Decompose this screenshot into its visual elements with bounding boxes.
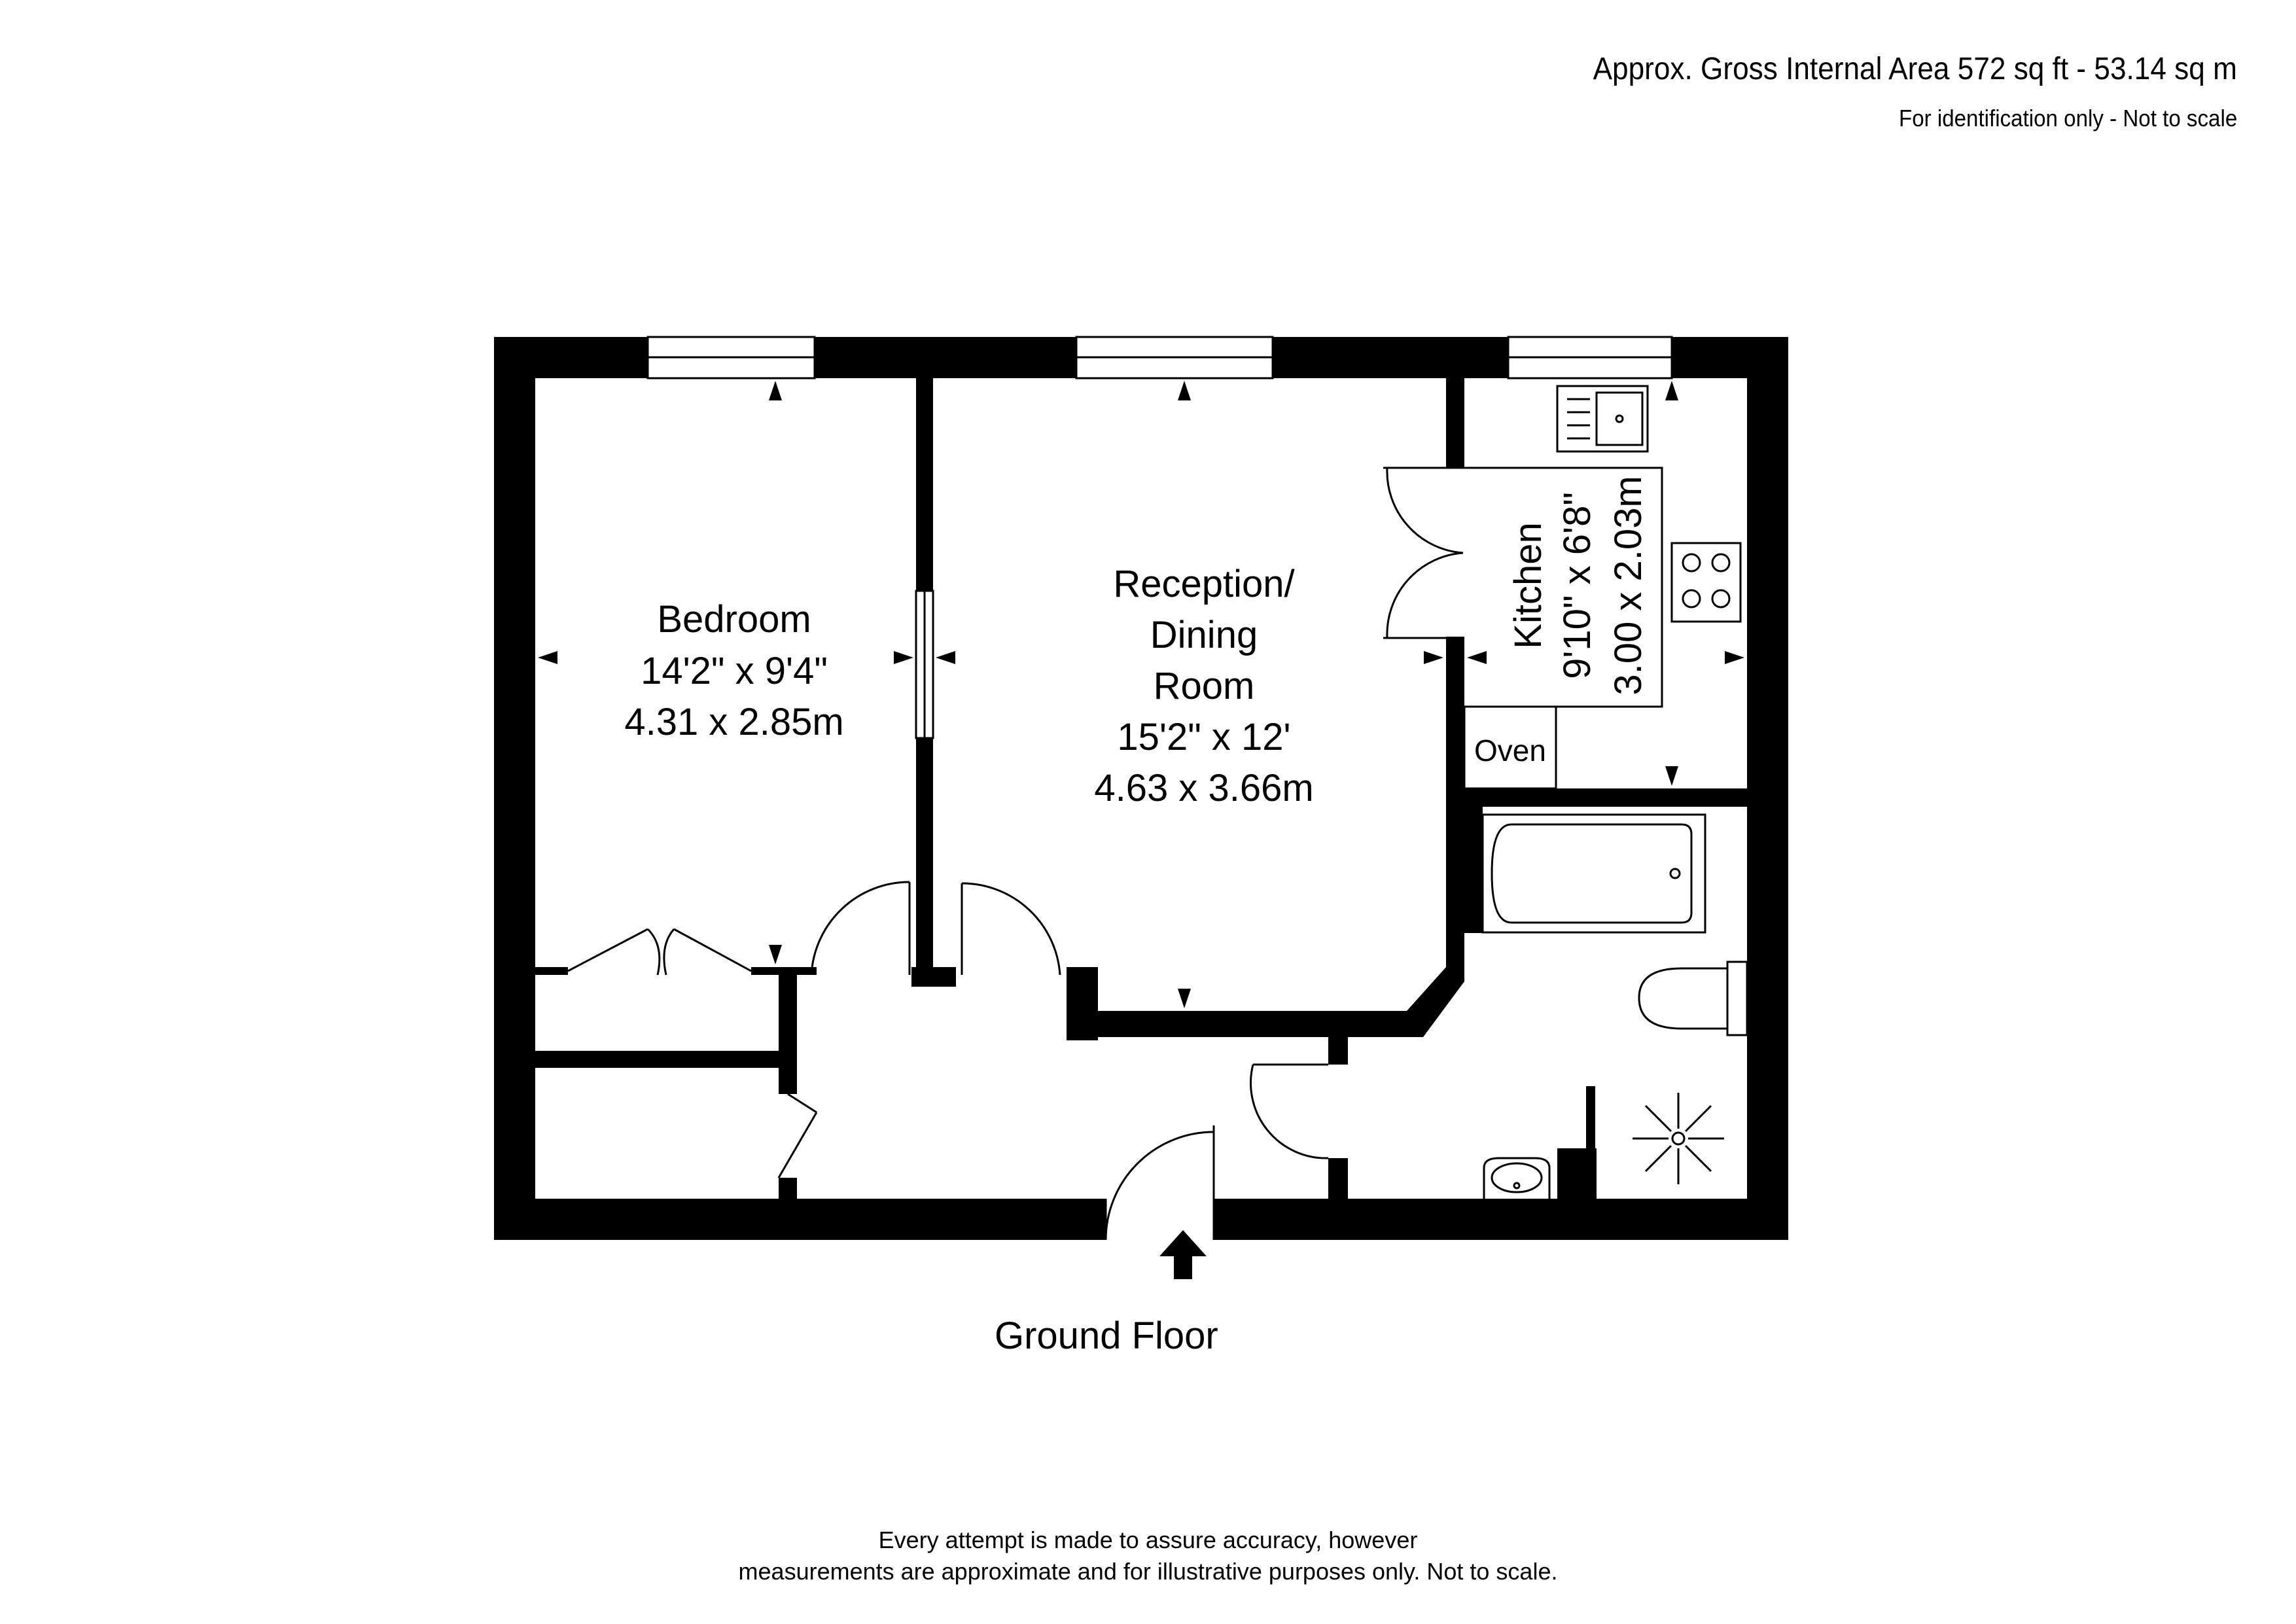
window-kitchen <box>1507 336 1673 380</box>
gross-area-text: Approx. Gross Internal Area 572 sq ft - … <box>1593 52 2237 86</box>
reception-label: Reception/ Dining Room 15'2" x 12' 4.63 … <box>1094 563 1313 809</box>
arrow-reception-right <box>1424 651 1443 664</box>
entrance-door <box>1104 1125 1215 1241</box>
entrance-arrow-icon <box>1159 1230 1207 1279</box>
svg-text:4.63 x 3.66m: 4.63 x 3.66m <box>1094 767 1313 809</box>
identification-note: For identification only - Not to scale <box>1898 105 2237 132</box>
kitchen-label: Kitchen 9'10" x 6'8" 3.00 x 2.03m <box>1507 476 1650 695</box>
svg-text:15'2" x 12': 15'2" x 12' <box>1117 716 1290 758</box>
disclaimer: Every attempt is made to assure accuracy… <box>0 1525 2296 1587</box>
window-reception <box>1075 336 1274 380</box>
shower-drain-icon <box>1633 1093 1724 1184</box>
reception-door <box>961 882 1061 976</box>
arrow-bedroom-left <box>538 651 557 664</box>
sink-icon <box>1556 385 1649 453</box>
washbasin-icon <box>1483 1157 1551 1199</box>
cupboard-door <box>777 1093 818 1178</box>
svg-text:3.00 x 2.03m: 3.00 x 2.03m <box>1607 476 1650 695</box>
arrow-kitchen-bottom <box>1665 766 1678 786</box>
svg-text:Bedroom: Bedroom <box>657 598 811 641</box>
windows <box>646 336 1673 739</box>
svg-text:4.31 x 2.85m: 4.31 x 2.85m <box>624 701 843 743</box>
bedroom-door <box>810 881 911 976</box>
arrow-bedroom-bottom <box>769 945 782 964</box>
dimension-arrows <box>538 381 1744 1008</box>
kitchen-worktop <box>1464 467 1663 708</box>
svg-text:14'2" x 9'4": 14'2" x 9'4" <box>641 650 828 692</box>
kitchen-double-door <box>1383 467 1464 639</box>
arrow-bedroom-right <box>894 651 913 664</box>
bathroom-fittings <box>1481 813 1748 1199</box>
internal-glazed-panel <box>915 590 934 739</box>
disclaimer-line-2: measurements are approximate and for ill… <box>738 1558 1558 1585</box>
bathroom-door <box>1250 1063 1329 1159</box>
window-bedroom <box>646 336 816 380</box>
floor-title: Ground Floor <box>995 1315 1218 1357</box>
svg-text:Room: Room <box>1154 665 1255 707</box>
arrow-reception-top <box>1178 381 1191 400</box>
hob-icon <box>1670 542 1742 623</box>
kitchen-fittings <box>1463 385 1742 790</box>
svg-text:Kitchen: Kitchen <box>1507 522 1549 648</box>
arrow-kitchen-left <box>1467 651 1487 664</box>
wardrobe-doors <box>567 928 752 976</box>
arrow-kitchen-top <box>1665 381 1678 400</box>
bath-icon <box>1481 813 1706 934</box>
arrow-bedroom-top <box>769 381 782 400</box>
svg-text:Reception/: Reception/ <box>1113 563 1295 605</box>
oven-box <box>1463 705 1557 790</box>
bedroom-label: Bedroom 14'2" x 9'4" 4.31 x 2.85m <box>624 598 843 743</box>
arrow-kitchen-right <box>1725 651 1744 664</box>
doors <box>567 467 1464 1241</box>
disclaimer-line-1: Every attempt is made to assure accuracy… <box>878 1527 1418 1553</box>
oven-label: Oven <box>1474 733 1546 768</box>
arrow-reception-left <box>936 651 955 664</box>
svg-text:9'10" x 6'8": 9'10" x 6'8" <box>1556 492 1598 679</box>
arrow-reception-bottom <box>1178 989 1191 1008</box>
svg-text:Dining: Dining <box>1150 614 1258 656</box>
walls <box>494 337 1788 1240</box>
toilet-icon <box>1638 961 1748 1036</box>
